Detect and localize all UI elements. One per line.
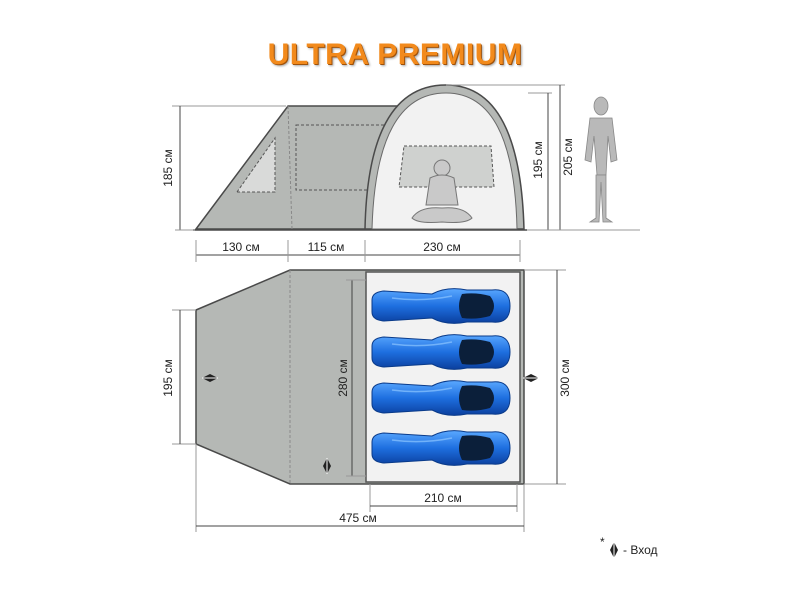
entrance-icon [522,373,540,383]
label-total-width: 300 см [558,359,572,397]
entrance-icon [609,541,619,559]
product-title: ULTRA PREMIUM [267,38,523,71]
sleeping-bag [371,333,511,371]
sleeping-bag [371,429,511,467]
length-dimensions [195,240,521,262]
label-total-height: 205 см [561,138,575,176]
dim-line-inner-height [446,84,640,231]
label-total-length: 475 см [339,511,377,525]
vestibule-window-front [236,136,276,193]
dim-line-total-length [195,444,525,532]
label-inner-width: 280 см [336,359,350,397]
label-inner-height: 195 см [531,141,545,179]
dim-line-total-width [524,269,566,485]
legend: * - Вход [600,535,657,559]
dim-line-inner-width [346,279,366,477]
legend-marker: * [600,535,605,549]
label-front-width: 195 см [161,359,175,397]
sleeping-bag [371,287,511,325]
label-bed-length: 210 см [424,491,462,505]
dim-line-bed-length [369,484,518,512]
top-view: 195 см 280 см 300 см 210 см [161,269,572,532]
label-vestibule-back: 115 см [308,240,345,254]
dim-line-front-width [172,309,196,445]
legend-label: - Вход [623,543,657,557]
label-vestibule-front: 130 см [222,240,260,254]
dim-line-vestibule-height [172,105,286,231]
sleeping-bag [371,379,511,417]
seated-person-icon [411,159,473,223]
label-vestibule-height: 185 см [161,149,175,187]
standing-person-icon [584,96,618,223]
side-view: 185 см 195 см 205 см [161,84,640,231]
label-inner-length: 230 см [423,240,461,254]
